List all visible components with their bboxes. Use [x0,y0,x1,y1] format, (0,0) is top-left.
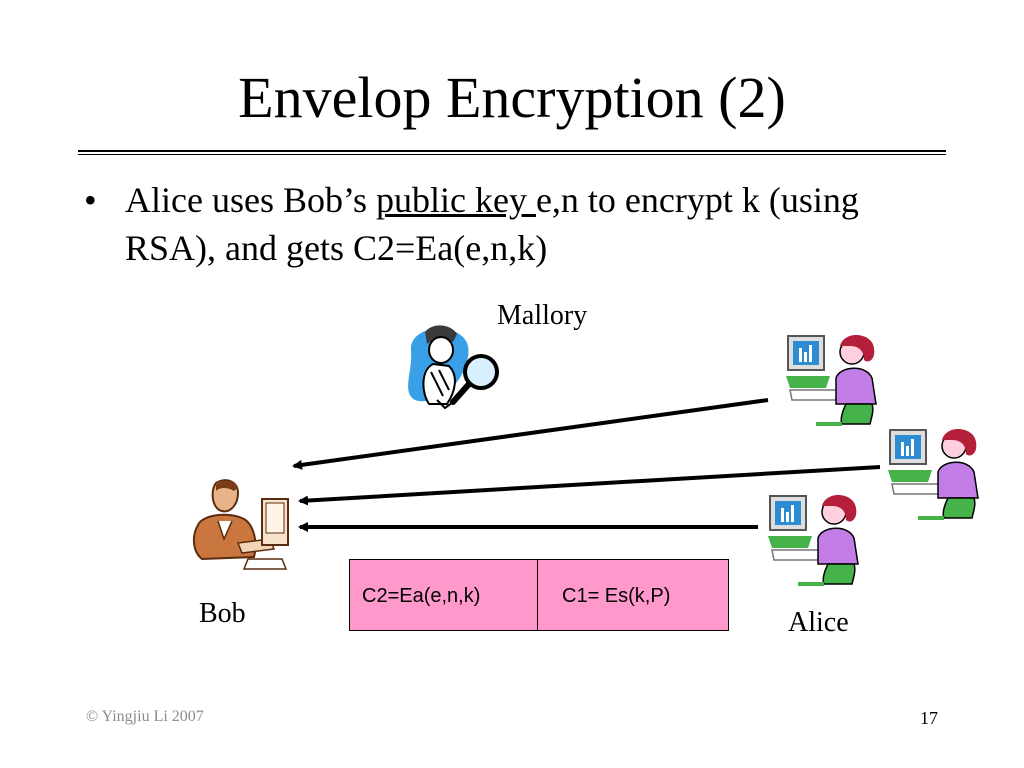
envelope-c1-text: C1= Es(k,P) [562,585,671,607]
alice-computer-user-icon [768,494,859,586]
bob-label: Bob [199,598,246,629]
mallory-detective-icon [408,325,499,410]
bob-computer-user-icon [192,479,289,570]
arrow-middle [298,465,881,506]
alice-label: Alice [788,607,849,638]
page-number: 17 [920,708,938,728]
envelope-c2-text: C2=Ea(e,n,k) [362,585,481,607]
alice-computer-user-icon [786,334,877,426]
bullet-text: Alice uses Bob’s public key e,n to encry… [125,176,955,272]
envelope-divider [537,560,538,630]
mallory-label: Mallory [497,300,588,331]
alice-computer-user-icon [888,428,979,520]
footer-copyright: © Yingjiu Li 2007 [86,708,204,725]
public-key-link[interactable]: public key [375,180,536,220]
bullet-text-part1: Alice uses Bob’s [125,180,376,220]
title-divider-thick [78,150,946,152]
arrow-top [292,398,769,470]
encrypted-envelope: C2=Ea(e,n,k) C1= Es(k,P) [349,559,729,631]
bullet-text-part2: e,n to encrypt k (using RSA), and gets C… [125,180,859,268]
title-divider-thin [78,154,946,155]
slide-title: Envelop Encryption (2) [238,65,786,130]
bullet-marker: • [84,180,97,220]
